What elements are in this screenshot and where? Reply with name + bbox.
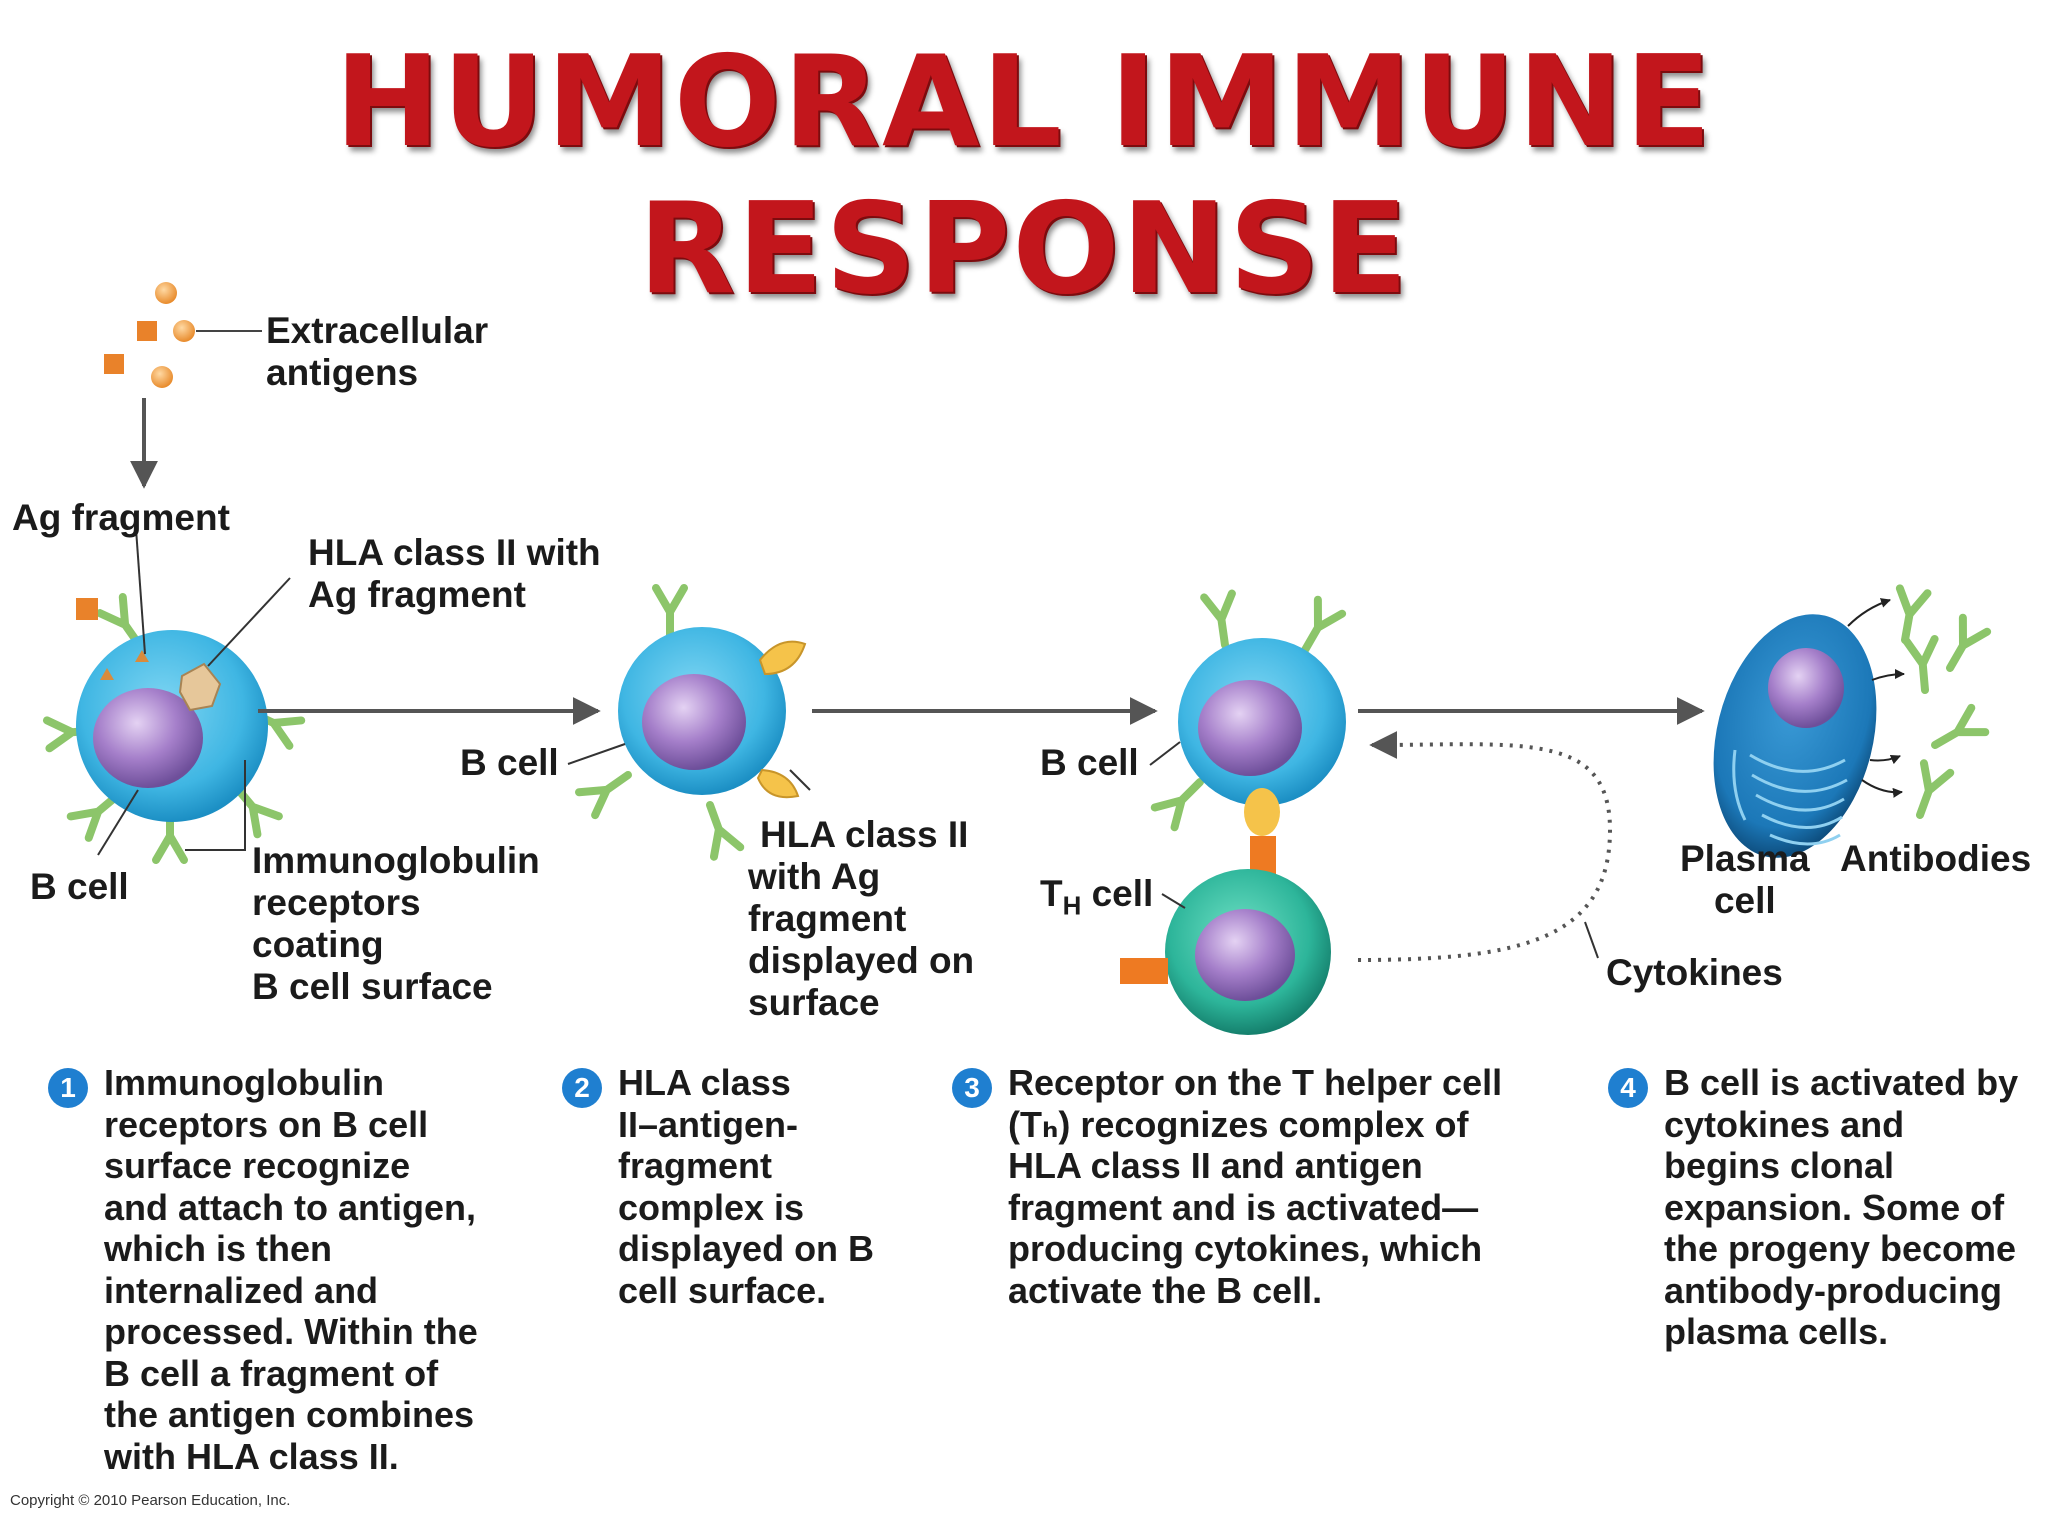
label-hla-with-ag: HLA class II with Ag fragment [308,532,601,615]
label-b-cell-3: B cell [1040,742,1139,783]
th-cell [1120,869,1331,1035]
label-b-cell-1: B cell [30,866,129,907]
antigen-circle-icon [151,366,173,388]
antibody-y-icon [1907,639,1939,691]
antigen-circle-icon [173,320,195,342]
antibody-y-icon [1891,588,1927,642]
label-th-cell: TH cell [1040,873,1154,921]
b-cell-1 [47,514,301,860]
label-b-cell-2: B cell [460,742,559,783]
label-extracellular-antigens: Extracellular antigens [266,310,489,393]
copyright-notice: Copyright © 2010 Pearson Education, Inc. [10,1492,291,1509]
step-number-3: 3 [952,1068,992,1108]
antibody-y-icon [1928,708,1985,757]
step-4-text: B cell is activated by cytokines and beg… [1664,1062,2019,1352]
step-3-text: Receptor on the T helper cell (Tₕ) recog… [1008,1062,1503,1311]
antigen-square-icon [137,321,157,341]
label-hla-displayed: HLA class II with Ag fragment displayed … [748,814,975,1023]
step-1-text: Immunoglobulin receptors on B cell surfa… [104,1062,478,1477]
b-cell-3 [1149,594,1346,874]
plasma-cell [1713,614,1877,858]
step-number-4: 4 [1608,1068,1648,1108]
b-cell-2 [567,588,811,857]
step-2-text: HLA class II–antigen- fragment complex i… [618,1062,875,1311]
label-cytokines: Cytokines [1606,952,1783,993]
extracellular-antigens [104,282,262,388]
label-plasma-cell: Plasma cell [1680,838,1810,921]
step-number-1: 1 [48,1068,88,1108]
cytokines-arrow [1357,730,1613,962]
label-ag-fragment: Ag fragment [12,497,230,538]
antigen-circle-icon [155,282,177,304]
antibody-y-icon [1938,618,1987,675]
antibodies [1847,588,1987,820]
step-number-2: 2 [562,1068,602,1108]
antigen-square-icon [104,354,124,374]
page-title: HUMORAL IMMUNE RESPONSE [334,28,1714,322]
label-immunoglobulin-receptors: Immunoglobulin receptors coating B cell … [252,840,540,1007]
label-antibodies: Antibodies [1840,838,2032,879]
antibody-y-icon [1907,763,1950,820]
